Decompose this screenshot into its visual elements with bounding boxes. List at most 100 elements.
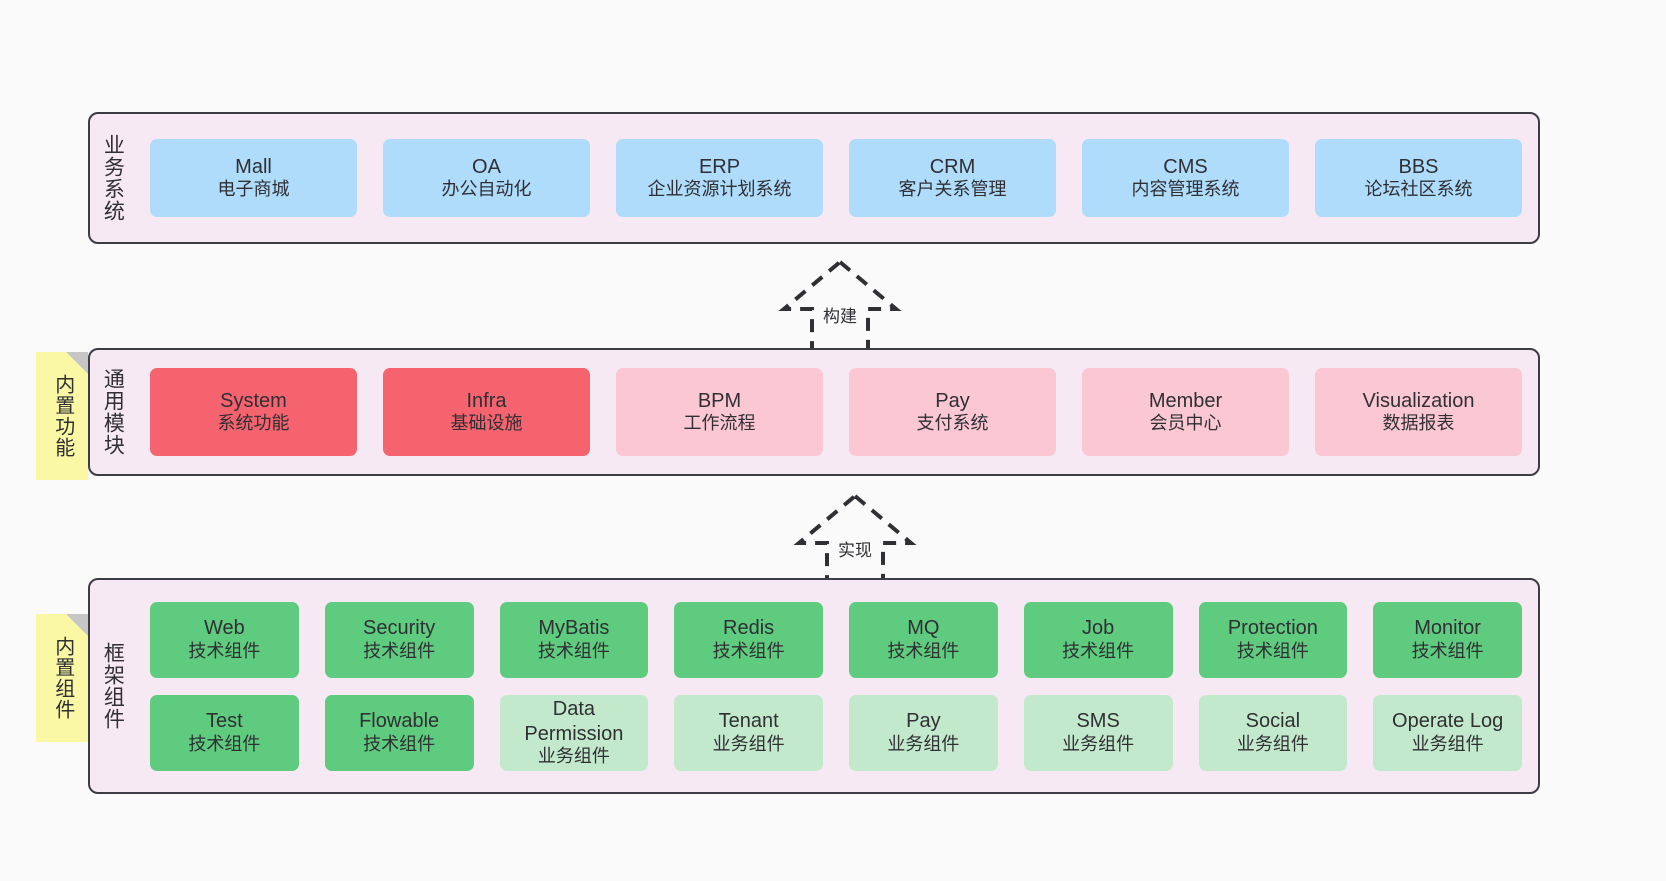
module-title: ERP [698,155,741,178]
module-title: Protection [1227,617,1318,640]
layer-title-business-systems: 业务系统 [101,134,125,222]
module-card-monitor[interactable]: Monitor 技术组件 [1373,601,1522,678]
module-title: Security [363,617,436,640]
module-title: CRM [929,155,976,178]
layer-body-common-modules: System 系统功能 Infra 基础设施 BPM 工作流程 Pay 支付系统… [134,350,1538,474]
module-card-operate-log[interactable]: Operate Log 业务组件 [1373,694,1522,771]
module-title: Web [203,617,245,640]
module-subtitle: 业务组件 [1411,733,1484,754]
module-subtitle: 业务组件 [537,745,610,766]
module-title: BPM [697,389,742,412]
module-title: SMS [1076,710,1120,733]
module-title: Pay [906,710,941,733]
arrow-implement: 实现 [775,492,935,588]
module-subtitle: 客户关系管理 [898,179,1007,200]
module-card-sms[interactable]: SMS 业务组件 [1023,694,1173,771]
arrow-build-label: 构建 [821,302,859,327]
module-title: Test [206,710,243,733]
module-subtitle: 业务组件 [887,733,960,754]
module-card-system[interactable]: System 系统功能 [150,368,357,456]
arrow-implement-label: 实现 [836,536,874,561]
module-subtitle: 业务组件 [712,733,785,754]
module-title: CMS [1163,155,1208,178]
module-card-pay[interactable]: Pay 支付系统 [849,368,1056,456]
module-subtitle: 技术组件 [363,733,436,754]
layer-title-common-modules: 通用模块 [101,368,125,456]
module-card-job[interactable]: Job 技术组件 [1023,601,1173,678]
module-title: MQ [907,617,940,640]
module-card-cms[interactable]: CMS 内容管理系统 [1082,139,1289,217]
module-subtitle: 技术组件 [1411,640,1484,661]
sticky-note-builtin-features: 内置功能 [36,352,88,480]
layer-body-business-systems: Mall 电子商城 OA 办公自动化 ERP 企业资源计划系统 CRM 客户关系… [134,114,1538,242]
module-card-test[interactable]: Test 技术组件 [150,694,299,771]
module-subtitle: 支付系统 [916,413,989,434]
module-title: OA [472,155,501,178]
module-subtitle: 技术组件 [887,640,960,661]
module-subtitle: 数据报表 [1382,413,1455,434]
module-title: System [220,389,287,412]
module-card-oa[interactable]: OA 办公自动化 [383,139,590,217]
module-card-mq[interactable]: MQ 技术组件 [849,601,998,678]
module-subtitle: 技术组件 [1062,640,1135,661]
module-title: BBS [1398,155,1439,178]
module-card-member[interactable]: Member 会员中心 [1082,368,1289,456]
sticky-note-label: 内置功能 [51,374,74,458]
module-card-data-permission[interactable]: Data Permission 业务组件 [499,694,649,771]
sticky-note-builtin-components: 内置组件 [36,614,88,742]
module-card-flowable[interactable]: Flowable 技术组件 [324,694,474,771]
module-title: Visualization [1362,389,1475,412]
module-card-mybatis[interactable]: MyBatis 技术组件 [499,601,649,678]
module-title: Operate Log [1392,710,1504,733]
layer-body-framework-components: Web 技术组件 Security 技术组件 MyBatis 技术组件 Redi… [134,580,1538,792]
module-title: Monitor [1414,617,1481,640]
module-subtitle: 办公自动化 [441,179,532,200]
module-title: MyBatis [538,617,610,640]
module-card-mall[interactable]: Mall 电子商城 [150,139,357,217]
module-title: Job [1082,617,1115,640]
module-subtitle: 技术组件 [188,733,261,754]
module-subtitle: 工作流程 [683,413,756,434]
module-card-bpm[interactable]: BPM 工作流程 [616,368,823,456]
module-title: Redis [723,617,775,640]
module-card-crm[interactable]: CRM 客户关系管理 [849,139,1056,217]
module-title: Tenant [718,710,779,733]
module-subtitle: 技术组件 [537,640,610,661]
module-card-erp[interactable]: ERP 企业资源计划系统 [616,139,823,217]
module-subtitle: 论坛社区系统 [1364,179,1473,200]
module-card-infra[interactable]: Infra 基础设施 [383,368,590,456]
module-card-bbs[interactable]: BBS 论坛社区系统 [1315,139,1522,217]
layer-title-framework-components: 框架组件 [101,642,125,730]
module-subtitle: 技术组件 [1236,640,1309,661]
module-card-security[interactable]: Security 技术组件 [324,601,474,678]
module-subtitle: 内容管理系统 [1131,179,1240,200]
module-card-protection[interactable]: Protection 技术组件 [1198,601,1348,678]
layer-framework-components: 框架组件 Web 技术组件 Security 技术组件 MyBatis 技术组件… [88,578,1540,794]
module-title: Infra [466,389,507,412]
module-card-web[interactable]: Web 技术组件 [150,601,299,678]
module-subtitle: 系统功能 [217,413,290,434]
module-title: Member [1148,389,1223,412]
module-title: Social [1245,710,1301,733]
module-subtitle: 技术组件 [188,640,261,661]
card-row: Web 技术组件 Security 技术组件 MyBatis 技术组件 Redi… [150,601,1522,678]
card-row: Mall 电子商城 OA 办公自动化 ERP 企业资源计划系统 CRM 客户关系… [150,139,1522,217]
module-subtitle: 会员中心 [1149,413,1222,434]
card-row: Test 技术组件 Flowable 技术组件 Data Permission … [150,694,1522,771]
module-title: Pay [935,389,970,412]
module-card-redis[interactable]: Redis 技术组件 [674,601,823,678]
module-card-social[interactable]: Social 业务组件 [1198,694,1348,771]
module-subtitle: 业务组件 [1062,733,1135,754]
card-row: System 系统功能 Infra 基础设施 BPM 工作流程 Pay 支付系统… [150,368,1522,456]
module-subtitle: 基础设施 [450,413,523,434]
module-title: Data Permission [524,698,624,745]
module-title: Mall [235,155,272,178]
module-card-visualization[interactable]: Visualization 数据报表 [1315,368,1522,456]
sticky-note-label: 内置组件 [51,636,74,720]
module-subtitle: 技术组件 [712,640,785,661]
module-card-pay-business[interactable]: Pay 业务组件 [849,694,998,771]
module-card-tenant[interactable]: Tenant 业务组件 [674,694,823,771]
module-subtitle: 企业资源计划系统 [647,179,792,200]
module-subtitle: 技术组件 [363,640,436,661]
